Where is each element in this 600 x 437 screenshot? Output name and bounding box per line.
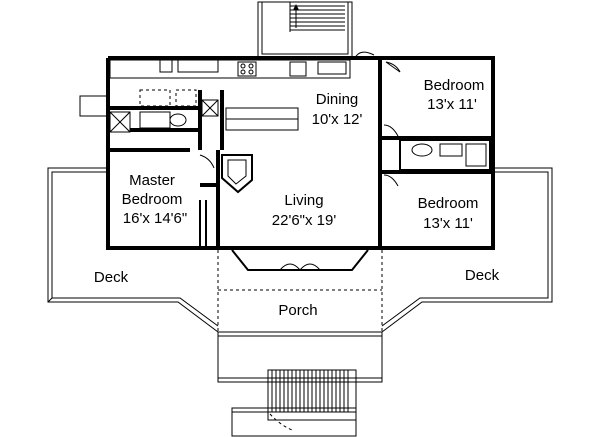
bedroom-right-label: Bedroom	[418, 195, 479, 212]
laundry-bath	[79, 89, 197, 133]
right-deck	[381, 167, 553, 333]
bedroom-top-label: Bedroom	[424, 77, 485, 94]
dining-label: Dining	[316, 91, 359, 108]
house-outline	[106, 56, 495, 250]
left-deck	[47, 167, 219, 333]
bedroom-right-size: 13'x 11'	[423, 215, 473, 232]
bath-fixtures	[411, 143, 487, 167]
deck-right-label: Deck	[465, 267, 500, 284]
kitchen	[109, 59, 351, 131]
room-labels: Dining 10'x 12' Bedroom 13'x 11' Master …	[94, 77, 500, 319]
door-swings	[199, 51, 401, 248]
master-size: 16'x 14'6"	[123, 210, 187, 227]
porch-label: Porch	[278, 302, 317, 319]
fireplace	[221, 154, 253, 194]
living-label: Living	[284, 192, 323, 209]
living-size: 22'6"x 19'	[272, 212, 337, 229]
deck-left-label: Deck	[94, 269, 129, 286]
rear-stair	[257, 1, 353, 58]
front-stair	[231, 369, 357, 437]
master-label-1: Master	[129, 172, 175, 189]
bay-window	[231, 249, 369, 271]
master-label-2: Bedroom	[122, 191, 183, 208]
bedroom-top-size: 13'x 11'	[427, 96, 477, 113]
dining-size: 10'x 12'	[312, 111, 363, 128]
interior-walls	[108, 90, 493, 248]
